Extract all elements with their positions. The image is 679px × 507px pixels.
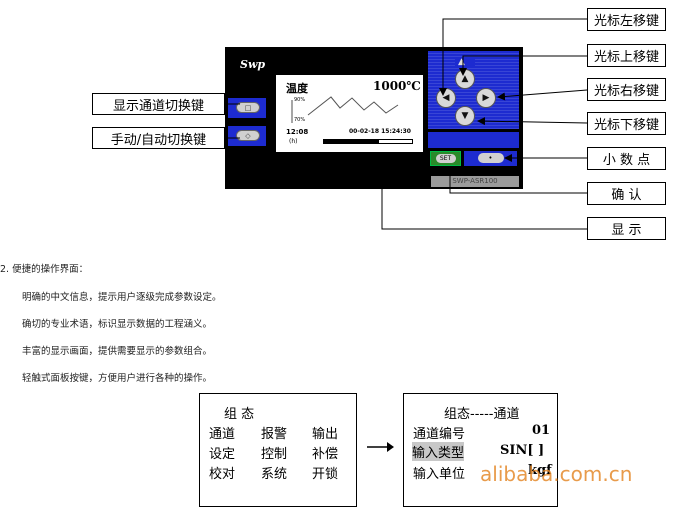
menu-arrow-icon [367, 442, 394, 452]
trend-graph [291, 96, 399, 123]
point-4: 轻触式面板按键，方便用户进行各种的操作。 [22, 373, 213, 384]
axis-top-label: 90% [294, 97, 306, 103]
trend-bar-fill [324, 140, 379, 143]
decimal-key-label: • [477, 153, 504, 163]
screen-time: 12:08 [286, 128, 309, 136]
set-key-label: SET [435, 154, 456, 163]
manual-auto-key-face: ◇ [236, 130, 260, 141]
section-heading: 2. 便捷的操作界面： [0, 264, 89, 275]
channel-number-label: 通道编号 [413, 427, 466, 442]
input-type-value[interactable]: SIN[ ] [500, 443, 545, 458]
callout-channel-switch: 显示通道切换键 [92, 93, 225, 115]
menu-item-channel[interactable]: 通道 [209, 427, 236, 442]
trend-line [307, 96, 399, 116]
channel-switch-key[interactable]: □ [228, 98, 266, 118]
point-3: 丰富的显示画面，提供需要显示的参数组合。 [22, 346, 213, 357]
screen-value: 1000℃ [373, 79, 421, 93]
manual-auto-switch-key[interactable]: ◇ [228, 126, 266, 146]
axis-bottom-label: 70% [294, 117, 306, 123]
menu-item-unlock[interactable]: 开锁 [312, 467, 339, 482]
cursor-up-small-icon: ▲ [458, 57, 465, 67]
channel-menu-title: 组态-----通道 [444, 407, 520, 422]
point-1: 明确的中文信息，提示用户逐级完成参数设定。 [22, 292, 222, 303]
input-type-label[interactable]: 输入类型 [412, 442, 465, 461]
input-unit-value[interactable]: kgf [528, 463, 552, 478]
channel-switch-key-face: □ [236, 102, 260, 113]
display-screen: 温度 1000℃ 90% 70% 12:08 (h) 00-02-18 15:2… [276, 75, 423, 152]
channel-number-value[interactable]: 01 [532, 423, 551, 438]
callout-decimal-point: 小 数 点 [587, 147, 666, 170]
callout-cursor-left: 光标左移键 [587, 8, 666, 31]
set-key[interactable]: SET [430, 151, 461, 166]
menu-config-channel: 组态-----通道 通道编号 01 输入类型 SIN[ ] 输入单位 kgf [403, 393, 558, 507]
menu-config-main: 组 态 通道 报警 输出 设定 控制 补偿 校对 系统 开锁 [199, 393, 357, 507]
screen-label: 温度 [286, 82, 308, 95]
callout-display: 显 示 [587, 217, 666, 240]
menu-item-alarm[interactable]: 报警 [261, 427, 288, 442]
screen-unit: (h) [289, 138, 298, 145]
callout-manual-auto: 手动/自动切换键 [92, 127, 225, 149]
keypad-top-cap [455, 57, 475, 67]
screen-datetime: 00-02-18 15:24:30 [349, 128, 411, 135]
trend-bar [323, 139, 413, 144]
cursor-down-key[interactable]: ▼ [455, 106, 475, 126]
brand-logo: Swp [240, 58, 266, 71]
callout-cursor-right: 光标右移键 [587, 78, 666, 101]
point-2: 确切的专业术语，标识显示数据的工程涵义。 [22, 319, 213, 330]
callout-cursor-up: 光标上移键 [587, 44, 666, 67]
model-label: SWP-ASR100 [431, 176, 519, 187]
callout-confirm: 确 认 [587, 182, 666, 205]
callout-cursor-down: 光标下移键 [587, 112, 666, 135]
decimal-point-key[interactable]: • [464, 151, 517, 166]
watermark: alibaba.com.cn [480, 462, 633, 486]
menu-item-compensate[interactable]: 补偿 [312, 447, 339, 462]
menu-item-setting[interactable]: 设定 [209, 447, 236, 462]
keypad-lower-strip [428, 132, 519, 148]
menu-item-control[interactable]: 控制 [261, 447, 288, 462]
input-unit-label: 输入单位 [413, 467, 466, 482]
menu-item-output[interactable]: 输出 [312, 427, 339, 442]
cursor-right-key[interactable]: ▶ [476, 88, 496, 108]
menu-item-system[interactable]: 系统 [261, 467, 288, 482]
menu-item-calibrate[interactable]: 校对 [209, 467, 236, 482]
menu-main-title: 组 态 [224, 407, 255, 422]
